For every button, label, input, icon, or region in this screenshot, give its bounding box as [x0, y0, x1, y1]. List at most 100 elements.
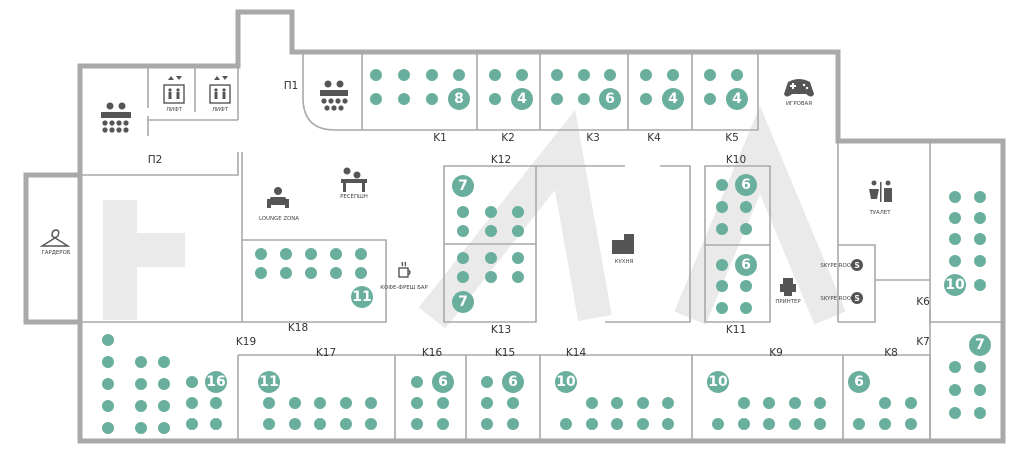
workspace-seat: [305, 248, 317, 260]
printer-icon: [780, 278, 796, 296]
seat-count-badge: [726, 88, 748, 110]
toilet-label: ТУАЛЕТ: [868, 210, 891, 216]
workspace-seat: [716, 179, 728, 191]
workspace-seat: [712, 418, 724, 430]
seat-count-k9: 10: [708, 374, 728, 390]
seat-count-k10: 6: [741, 177, 751, 193]
office-label-k11: K11: [726, 324, 746, 336]
workspace-seat: [611, 418, 623, 430]
workspace-seat: [905, 397, 917, 409]
workspace-seat: [135, 400, 147, 412]
workspace-seat: [305, 267, 317, 279]
workspace-seat: [398, 69, 410, 81]
svg-text:S: S: [854, 294, 860, 303]
workspace-seat: [704, 69, 716, 81]
workspace-seat: [398, 93, 410, 105]
workspace-seat: [437, 418, 449, 430]
seat-count-k13: 7: [458, 294, 468, 310]
reception-label: РЕСЕПШН: [340, 194, 368, 200]
toilet-icon: [869, 180, 892, 202]
workspace-seat: [974, 279, 986, 291]
skype-room-label: SKYPE ROOM: [820, 296, 856, 302]
workspace-seat: [560, 418, 572, 430]
workspace-seat: [314, 418, 326, 430]
seat-count-badge: [452, 175, 474, 197]
workspace-seat: [280, 267, 292, 279]
game-room-label: ИГРОВАЯ: [786, 101, 812, 107]
workspace-seat: [740, 280, 752, 292]
workspace-seat: [489, 93, 501, 105]
workspace-seat: [949, 233, 961, 245]
coffee-cup-icon: [398, 261, 411, 278]
workspace-seat: [102, 378, 114, 390]
seat-count-badge: [205, 371, 227, 393]
workspace-seat: [763, 397, 775, 409]
workspace-seat: [481, 376, 493, 388]
workspace-seat: [263, 418, 275, 430]
workspace-seat: [949, 191, 961, 203]
workspace-seat: [740, 302, 752, 314]
cloakroom-label: ГАРДЕРОБ: [41, 250, 70, 256]
seat-count-badge: [448, 88, 470, 110]
seat-count-badge: [502, 371, 524, 393]
seat-count-k1: 8: [454, 91, 464, 107]
workspace-seat: [604, 69, 616, 81]
workspace-seat: [905, 418, 917, 430]
workspace-seat: [355, 267, 367, 279]
workspace-seat: [457, 271, 469, 283]
workspace-seat: [640, 69, 652, 81]
seat-count-badge: [452, 291, 474, 313]
seat-count-badge: [969, 334, 991, 356]
workspace-seat: [578, 93, 590, 105]
workspace-seat: [879, 397, 891, 409]
workspace-seat: [814, 397, 826, 409]
workspace-seat: [355, 248, 367, 260]
sofa-icon: [267, 187, 289, 208]
watermark: [103, 105, 846, 329]
workspace-seat: [716, 302, 728, 314]
seat-count-badge: [555, 371, 577, 393]
office-label-k2: K2: [501, 132, 515, 144]
coffee-bar-label: КОФЕ-ФРЕШ БАР: [380, 285, 428, 291]
workspace-seat: [289, 397, 301, 409]
workspace-seat: [640, 93, 652, 105]
workspace-seat: [879, 418, 891, 430]
seat-count-badge: [511, 88, 533, 110]
workspace-seat: [512, 206, 524, 218]
seat-count-k6: 10: [945, 277, 965, 293]
workspace-seat: [289, 418, 301, 430]
office-label-k10: K10: [726, 154, 746, 166]
workspace-seat: [457, 225, 469, 237]
workspace-seat: [512, 252, 524, 264]
workspace-seat: [551, 93, 563, 105]
office-label-k5: K5: [725, 132, 739, 144]
workspace-seat: [314, 397, 326, 409]
workspace-seat: [716, 280, 728, 292]
workspace-seat: [135, 356, 147, 368]
office-label-k13: K13: [491, 324, 511, 336]
seat-count-k12: 7: [458, 178, 468, 194]
seat-count-badge: [432, 371, 454, 393]
workspace-seat: [974, 384, 986, 396]
workspace-seat: [551, 69, 563, 81]
lift-label: ЛИФТ: [166, 107, 183, 113]
workspace-seat: [457, 252, 469, 264]
partitions: [79, 52, 1003, 441]
workspace-seat: [740, 223, 752, 235]
skype-icon: S: [851, 259, 863, 271]
workspace-seat: [158, 378, 170, 390]
printer-label: ПРИНТЕР: [775, 299, 801, 305]
workspace-seat: [210, 418, 222, 430]
workspace-seat: [280, 248, 292, 260]
office-label-k8: K8: [884, 347, 898, 359]
seat-count-badge: [258, 371, 280, 393]
office-label-k12: K12: [491, 154, 511, 166]
office-label-k6: K6: [916, 296, 930, 308]
workspace-seat: [853, 418, 865, 430]
workspace-seat: [586, 397, 598, 409]
workspace-seat: [507, 397, 519, 409]
office-label-k7: K7: [916, 336, 930, 348]
workspace-seat: [662, 418, 674, 430]
workspace-seat: [974, 212, 986, 224]
seat-count-k4: 4: [668, 91, 678, 107]
